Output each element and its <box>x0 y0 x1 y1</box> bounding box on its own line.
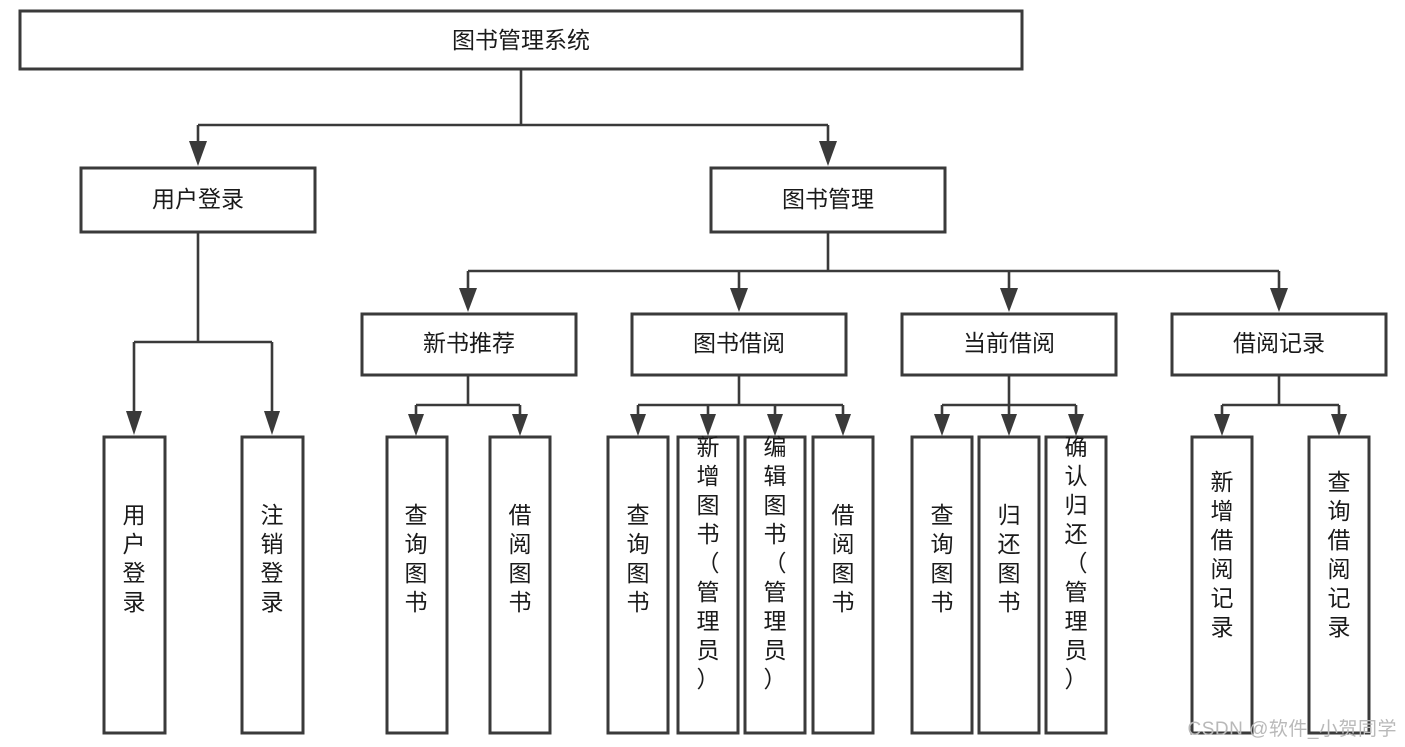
leaf-node-confirm-return-admin[interactable]: 确认归还（管理员） <box>1044 434 1108 735</box>
connector-group-root <box>189 69 837 166</box>
node-borrow-record-box[interactable] <box>1170 312 1388 377</box>
arrow-head-book-to-l3d <box>1270 288 1288 312</box>
arrow-head-borrow-leaf2 <box>700 414 716 436</box>
leaf-node-add-borrow-record-box[interactable] <box>1190 435 1254 735</box>
leaf-node-query-book-b-box[interactable] <box>606 435 670 735</box>
node-new-book-recommend-label: 新书推荐 <box>423 330 515 356</box>
connector-group-new-book <box>408 375 528 436</box>
node-borrow-record[interactable]: 借阅记录 <box>1170 312 1388 377</box>
arrow-head-record-leaf1 <box>1214 414 1230 436</box>
leaf-node-query-book-b[interactable]: 查询图书 <box>606 435 670 735</box>
leaf-node-borrow-book-a-label: 借阅图书 <box>509 502 532 615</box>
node-root-system-box[interactable] <box>18 9 1024 71</box>
node-new-book-recommend[interactable]: 新书推荐 <box>360 312 578 377</box>
leaf-node-user-login-box[interactable] <box>102 435 167 735</box>
connector-group-current-borrow <box>934 375 1084 436</box>
node-borrow-record-label: 借阅记录 <box>1233 330 1325 356</box>
leaf-node-confirm-return-admin-box[interactable] <box>1044 435 1108 735</box>
csdn-watermark: CSDN @软件_小贺同学 <box>1187 719 1397 740</box>
leaf-node-add-borrow-record[interactable]: 新增借阅记录 <box>1190 435 1254 735</box>
leaf-node-add-book-admin-label: 新增图书（管理员） <box>697 434 720 692</box>
connector-group-user-login <box>126 232 280 435</box>
node-current-borrow-box[interactable] <box>900 312 1118 377</box>
node-current-borrow[interactable]: 当前借阅 <box>900 312 1118 377</box>
leaf-node-query-book-c[interactable]: 查询图书 <box>910 435 974 735</box>
leaf-node-borrow-book-a-box[interactable] <box>488 435 552 735</box>
node-root-system-label: 图书管理系统 <box>452 27 590 53</box>
arrow-head-current-leaf2 <box>1001 414 1017 436</box>
leaf-node-edit-book-admin-box[interactable] <box>743 435 807 735</box>
arrow-head-user-leaf1 <box>126 411 142 435</box>
node-book-borrow-label: 图书借阅 <box>693 330 785 356</box>
node-user-login[interactable]: 用户登录 <box>79 166 317 234</box>
leaf-node-add-borrow-record-label: 新增借阅记录 <box>1211 469 1234 640</box>
node-book-management-label: 图书管理 <box>782 186 874 212</box>
arrow-head-book-to-l3b <box>730 288 748 312</box>
leaf-node-add-book-admin-box[interactable] <box>676 435 740 735</box>
arrow-head-record-leaf2 <box>1331 414 1347 436</box>
leaf-node-borrow-book-b-box[interactable] <box>811 435 875 735</box>
arrow-head-root-to-book <box>819 141 837 166</box>
leaf-node-confirm-return-admin-label: 确认归还（管理员） <box>1065 434 1088 692</box>
leaf-node-borrow-book-a[interactable]: 借阅图书 <box>488 435 552 735</box>
arrow-head-borrow-leaf3 <box>767 414 783 436</box>
leaf-node-query-book-a-box[interactable] <box>385 435 449 735</box>
node-current-borrow-label: 当前借阅 <box>963 330 1055 356</box>
arrow-head-borrow-leaf4 <box>835 414 851 436</box>
leaf-node-return-book-box[interactable] <box>977 435 1041 735</box>
leaf-node-query-borrow-record-box[interactable] <box>1307 435 1371 735</box>
node-book-borrow-box[interactable] <box>630 312 848 377</box>
leaf-node-logout[interactable]: 注销登录 <box>240 435 305 735</box>
arrow-head-book-to-l3a <box>459 288 477 312</box>
connector-group-borrow-record <box>1214 375 1347 436</box>
leaf-node-logout-label: 注销登录 <box>261 502 284 615</box>
arrow-head-borrow-leaf1 <box>630 414 646 436</box>
leaf-node-query-book-b-label: 查询图书 <box>627 502 650 615</box>
connector-group-borrow-book <box>630 375 851 436</box>
leaf-node-user-login[interactable]: 用户登录 <box>102 435 167 735</box>
leaf-node-borrow-book-b[interactable]: 借阅图书 <box>811 435 875 735</box>
arrow-head-current-leaf3 <box>1068 414 1084 436</box>
node-root-system[interactable]: 图书管理系统 <box>18 9 1024 71</box>
arrow-head-current-leaf1 <box>934 414 950 436</box>
leaf-node-return-book-label: 归还图书 <box>998 502 1021 615</box>
arrow-head-book-to-l3c <box>1000 288 1018 312</box>
arrow-head-newbook-leaf2 <box>512 414 528 436</box>
node-user-login-box[interactable] <box>79 166 317 234</box>
leaf-node-query-book-c-box[interactable] <box>910 435 974 735</box>
arrow-head-newbook-leaf1 <box>408 414 424 436</box>
node-book-management-box[interactable] <box>709 166 947 234</box>
leaf-node-add-book-admin[interactable]: 新增图书（管理员） <box>676 434 740 735</box>
node-new-book-recommend-box[interactable] <box>360 312 578 377</box>
leaf-node-return-book[interactable]: 归还图书 <box>977 435 1041 735</box>
leaf-node-edit-book-admin-label: 编辑图书（管理员） <box>764 434 787 692</box>
connector-group-book-manage <box>459 232 1288 312</box>
node-user-login-label: 用户登录 <box>152 186 244 212</box>
leaf-node-user-login-label: 用户登录 <box>123 502 146 615</box>
leaf-node-borrow-book-b-label: 借阅图书 <box>832 502 855 615</box>
arrow-head-user-leaf2 <box>264 411 280 435</box>
leaf-node-query-book-a-label: 查询图书 <box>405 502 428 615</box>
leaf-node-query-book-c-label: 查询图书 <box>931 502 954 615</box>
leaf-node-query-book-a[interactable]: 查询图书 <box>385 435 449 735</box>
node-book-borrow[interactable]: 图书借阅 <box>630 312 848 377</box>
leaf-node-query-borrow-record[interactable]: 查询借阅记录 <box>1307 435 1371 735</box>
node-book-management[interactable]: 图书管理 <box>709 166 947 234</box>
leaf-node-query-borrow-record-label: 查询借阅记录 <box>1328 469 1351 640</box>
leaf-node-edit-book-admin[interactable]: 编辑图书（管理员） <box>743 434 807 735</box>
arrow-head-root-to-user <box>189 141 207 166</box>
leaf-node-logout-box[interactable] <box>240 435 305 735</box>
